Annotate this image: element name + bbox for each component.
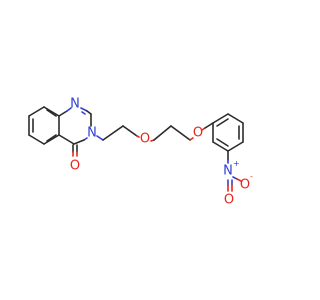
- ether-oxygen-2: O: [193, 126, 203, 141]
- carbonyl-oxygen: O: [70, 159, 80, 174]
- ring-nitrogen-1: N: [70, 97, 80, 112]
- molecule-structure: N N O O O N + O - O: [28, 97, 253, 208]
- nitro-nitrogen: N: [223, 164, 233, 179]
- nitro-oxygen-double: O: [224, 193, 234, 208]
- bonds: [28, 106, 244, 192]
- nitro-oxygen-charge: -: [250, 172, 253, 181]
- ether-oxygen-1: O: [140, 132, 150, 147]
- nitro-nitrogen-charge: +: [233, 159, 240, 168]
- nitro-oxygen-minus: O: [240, 178, 250, 193]
- ring-nitrogen-2: N: [87, 126, 97, 141]
- atom-labels: N N O O O N + O - O: [70, 97, 253, 208]
